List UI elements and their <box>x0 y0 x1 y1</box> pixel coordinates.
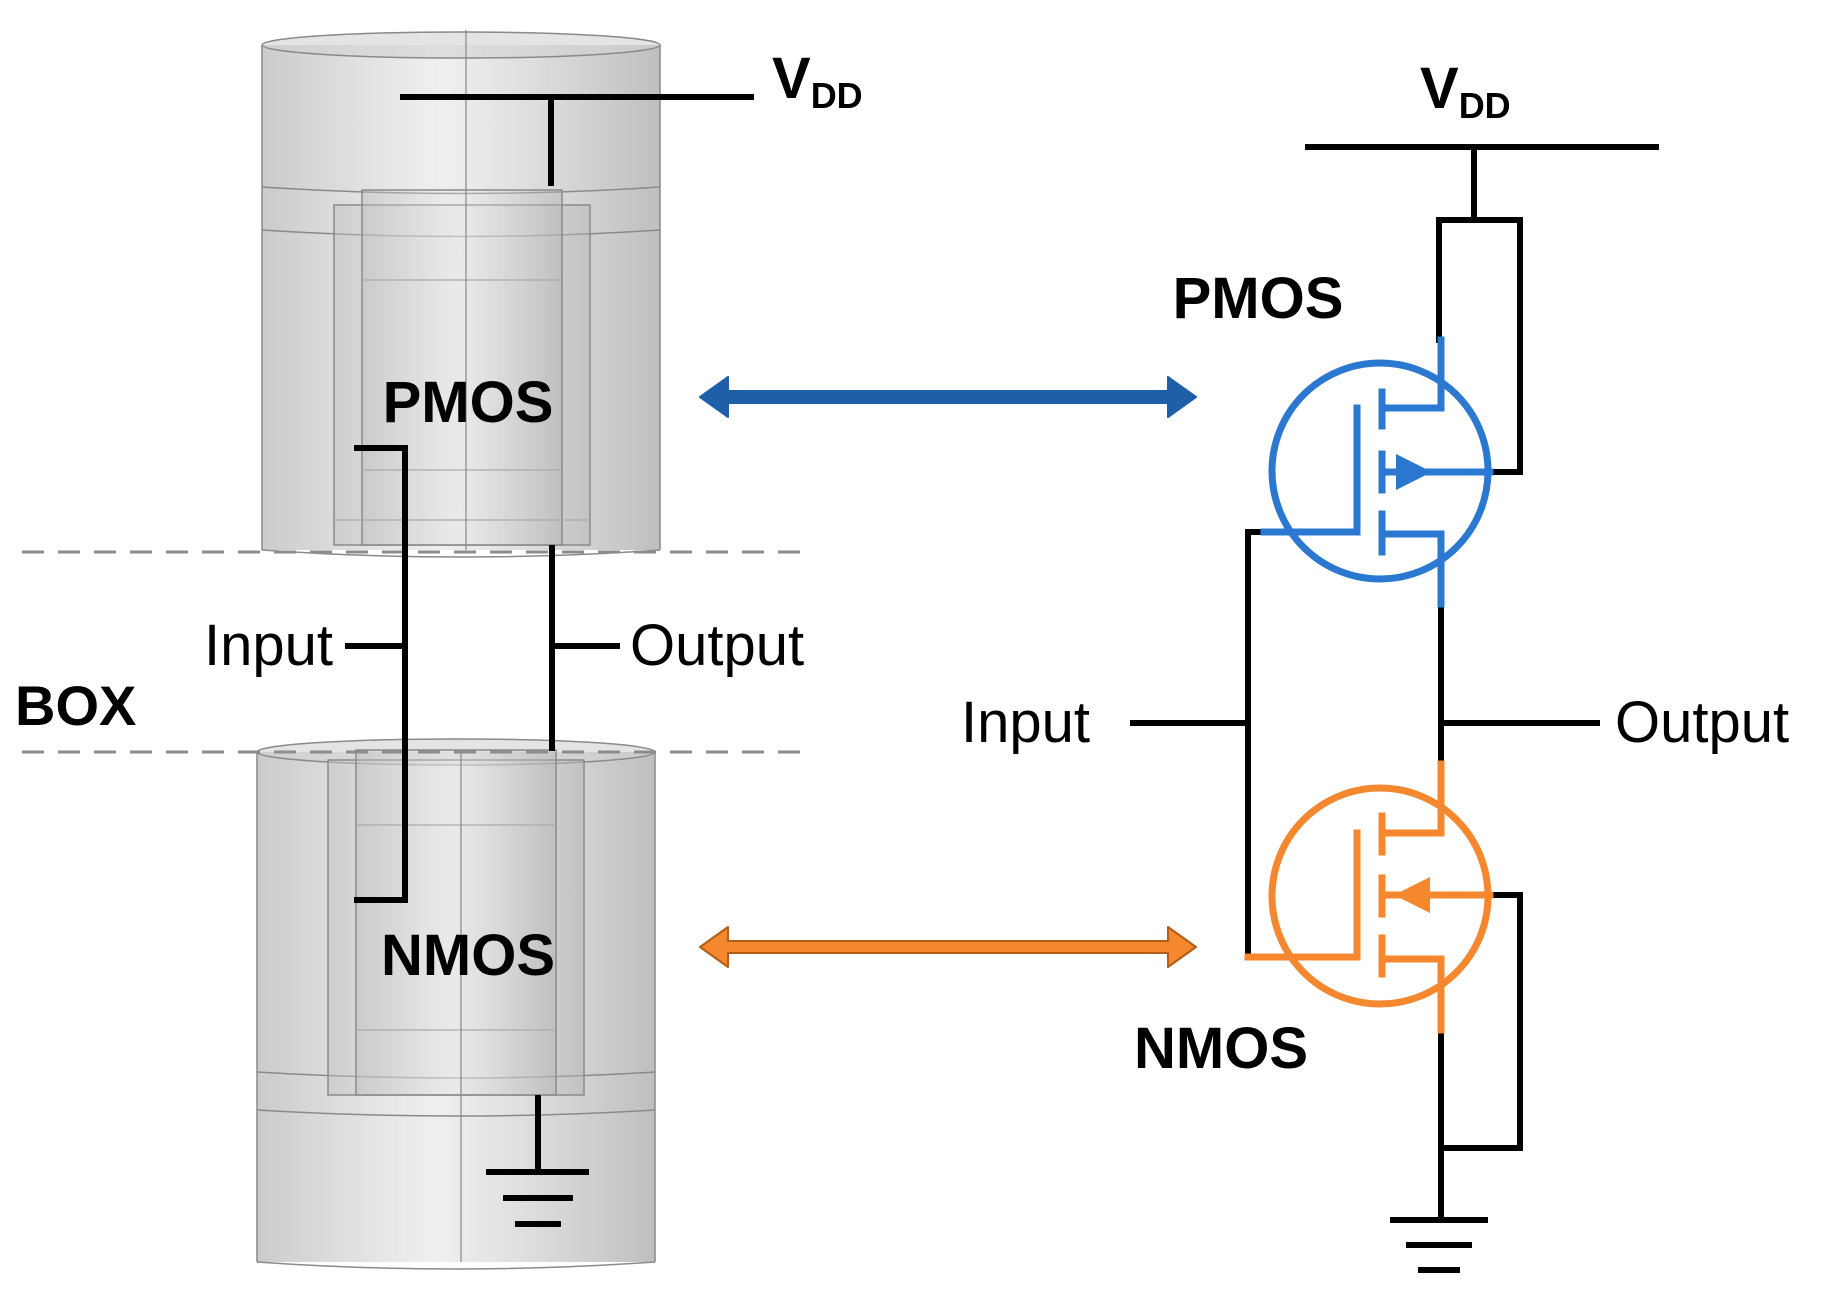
vdd-label-left: VDD <box>772 46 863 116</box>
vdd-label-right: VDD <box>1420 56 1511 126</box>
nmos-cylinder <box>256 738 656 1270</box>
pmos-label-left: PMOS <box>383 370 554 435</box>
mosfet-symbol-icon <box>1244 760 1494 1034</box>
output-label-right: Output <box>1615 690 1789 755</box>
nmos-label-right: NMOS <box>1134 1016 1308 1081</box>
input-label-left: Input <box>204 613 333 678</box>
output-label-left: Output <box>630 613 804 678</box>
double-arrow-icon <box>699 376 1197 968</box>
pmos-double-arrow <box>699 376 1197 418</box>
pmos-cylinder <box>261 30 661 558</box>
box-label: BOX <box>15 674 136 737</box>
nmos-double-arrow <box>699 926 1197 968</box>
pmos-label-right: PMOS <box>1173 266 1344 331</box>
left-wiring <box>345 94 754 1175</box>
mosfet-symbol-icon <box>1260 336 1494 608</box>
ground-icon <box>486 1169 589 1227</box>
right-wiring <box>1130 144 1659 1223</box>
input-label-right: Input <box>961 690 1090 755</box>
nmos-label-left: NMOS <box>381 923 555 988</box>
ground-icon <box>1390 1217 1488 1273</box>
